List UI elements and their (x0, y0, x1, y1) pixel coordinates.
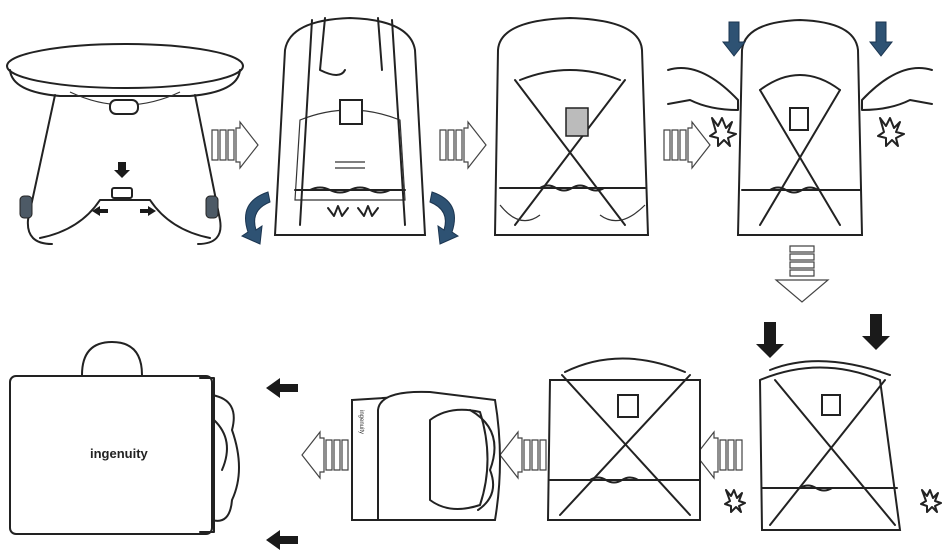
press-down-right-icon (862, 314, 890, 350)
step-arrow-left-icon (499, 430, 547, 480)
rotate-right-icon (429, 191, 460, 245)
left-arrow-icon (92, 206, 108, 216)
click-burst-icon (877, 117, 905, 147)
side-brand-label: ingenuity (358, 410, 364, 434)
press-down-left-icon (721, 21, 747, 57)
click-burst-icon (724, 489, 746, 513)
left-hand-icon (667, 67, 739, 111)
press-down-left-icon (756, 322, 784, 358)
press-down-right-icon (868, 21, 894, 57)
step-arrow-icon (211, 120, 259, 170)
click-burst-icon (920, 489, 942, 513)
step-4-press-buttons (667, 18, 933, 236)
step-arrow-icon (439, 120, 487, 170)
step-arrow-icon (663, 120, 711, 170)
folded-cover (9, 375, 213, 535)
step-arrow-left-icon (301, 430, 349, 480)
brand-logo-text: ingenuity (90, 446, 149, 461)
right-arrow-icon (140, 206, 156, 216)
step-1-unfolded-seat (6, 43, 244, 245)
step-5-press-top (724, 314, 942, 531)
right-hand-icon (861, 67, 933, 111)
step-arrow-left-icon (695, 430, 743, 480)
rotate-left-icon (240, 191, 271, 245)
carry-handle (81, 341, 143, 376)
click-burst-icon (709, 117, 737, 147)
push-left-arrow-icon (266, 530, 298, 550)
right-grip (205, 195, 219, 219)
push-left-arrow-icon (266, 378, 298, 398)
step-6-folding-frame (546, 357, 701, 521)
step-7-side-folded: ingenuity (351, 390, 501, 521)
step-arrow-down-icon (774, 245, 830, 303)
down-arrow-icon (114, 162, 130, 178)
step-3-crossed-frame (493, 16, 650, 236)
left-grip (19, 195, 33, 219)
center-latch (111, 187, 133, 199)
step-2-upright-seat (240, 16, 460, 245)
step-8-folded-product: ingenuity (9, 341, 298, 550)
